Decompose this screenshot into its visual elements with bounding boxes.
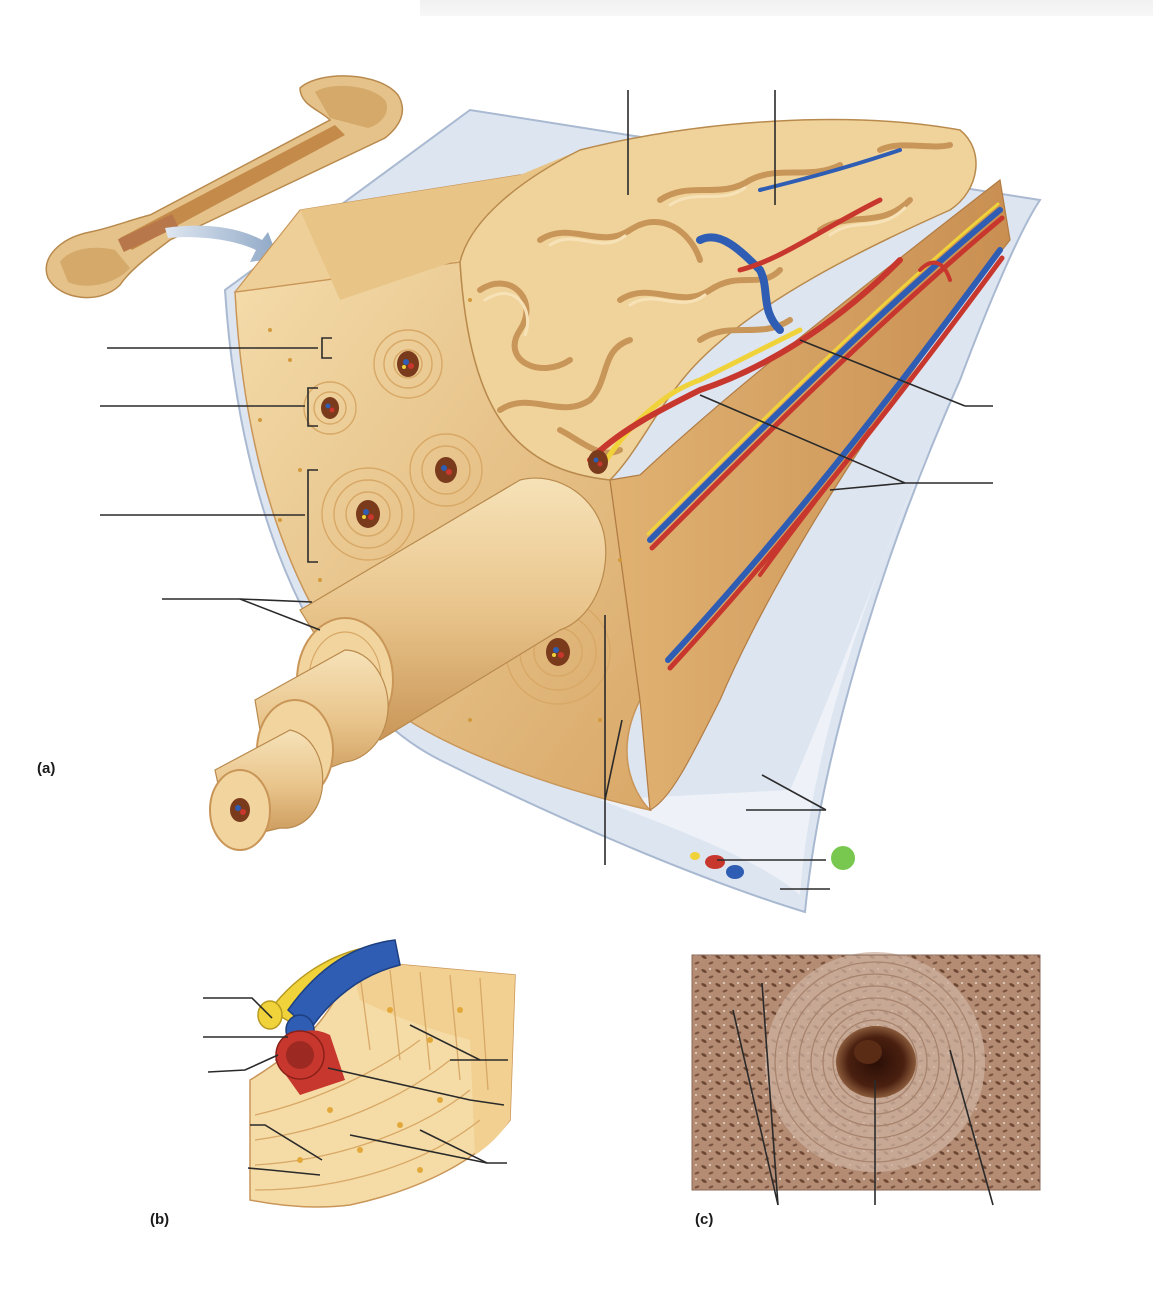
compact-bone-wedge <box>210 110 1040 912</box>
micrograph-c <box>692 952 1040 1190</box>
panel-label-a: (a) <box>37 760 55 777</box>
panel-label-c: (c) <box>695 1211 713 1228</box>
panel-label-b: (b) <box>150 1211 169 1228</box>
answer-marker-dot <box>831 846 855 870</box>
lamellae-detail-b <box>250 940 515 1207</box>
zoom-arrow <box>165 226 278 262</box>
